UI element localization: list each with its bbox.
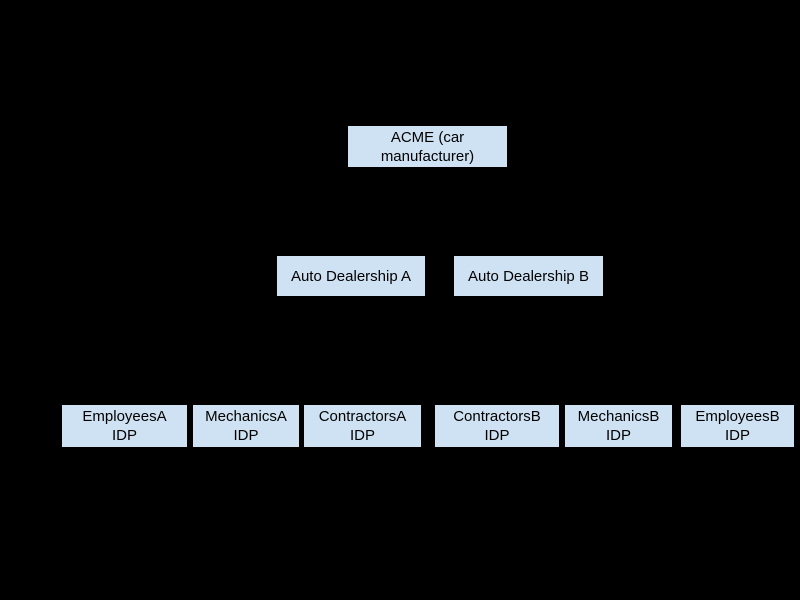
node-contractors-a-idp: ContractorsA IDP: [304, 405, 421, 447]
node-label-line: ACME (car: [390, 128, 465, 146]
node-mechanics-b-idp: MechanicsB IDP: [565, 405, 672, 447]
node-label-line: EmployeesA: [82, 408, 167, 425]
node-label-line: MechanicsA: [205, 408, 287, 425]
node-acme-root: ACME (car manufacturer): [348, 126, 507, 167]
node-label-line: IDP: [484, 427, 510, 444]
node-label-line: manufacturer): [380, 147, 475, 165]
node-employees-a-idp: EmployeesA IDP: [62, 405, 187, 447]
node-auto-dealership-a: Auto Dealership A: [277, 256, 425, 296]
node-label-line: MechanicsB: [577, 408, 660, 425]
node-label-line: IDP: [349, 427, 375, 444]
node-label-line: Auto Dealership B: [468, 267, 589, 285]
node-label-line: IDP: [605, 427, 631, 444]
node-mechanics-a-idp: MechanicsA IDP: [193, 405, 299, 447]
node-label-line: ContractorsB: [453, 408, 541, 425]
node-employees-b-idp: EmployeesB IDP: [681, 405, 794, 447]
node-contractors-b-idp: ContractorsB IDP: [435, 405, 559, 447]
node-auto-dealership-b: Auto Dealership B: [454, 256, 603, 296]
node-label-line: Auto Dealership A: [290, 267, 412, 285]
node-label-line: IDP: [111, 427, 137, 444]
node-label-line: IDP: [724, 427, 750, 444]
node-label-line: IDP: [233, 427, 259, 444]
node-label-line: ContractorsA: [318, 408, 407, 425]
node-label-line: EmployeesB: [695, 408, 780, 425]
